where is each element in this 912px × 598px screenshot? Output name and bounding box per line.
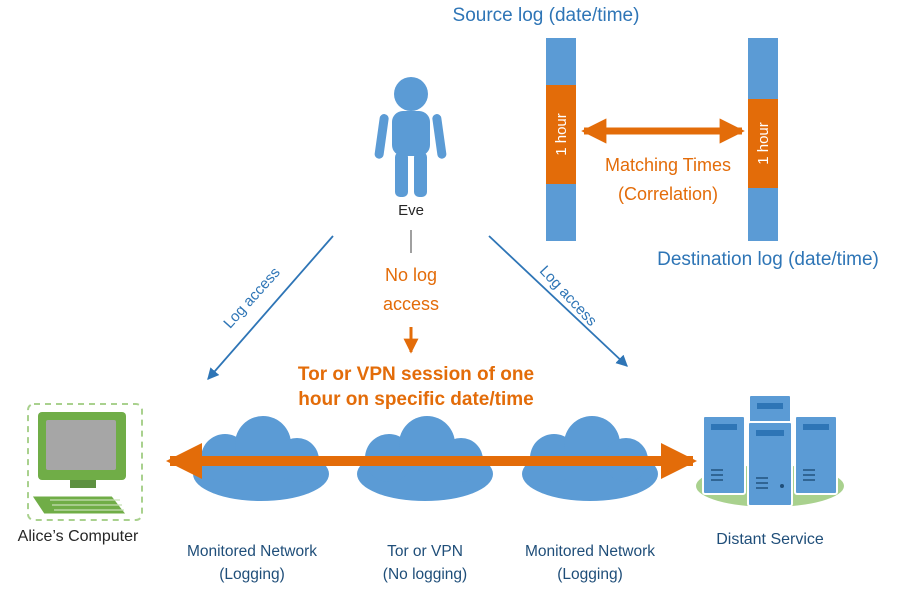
- tor-vpn-line2: (No logging): [382, 566, 468, 583]
- source-log-bar: 1 hour: [546, 38, 576, 241]
- person-icon: [374, 77, 447, 197]
- monitored-network-left-label: Monitored Network (Logging): [162, 540, 342, 586]
- no-log-access-label: No log access: [361, 261, 461, 319]
- monitored-network-right-line2: (Logging): [557, 566, 623, 583]
- matching-times-line1: Matching Times: [604, 155, 732, 175]
- destination-log-bar: 1 hour: [748, 38, 778, 241]
- server-stack-icon: [696, 394, 844, 507]
- tor-vpn-label: Tor or VPN (No logging): [335, 540, 515, 586]
- session-note-line2: hour on specific date/time: [298, 389, 534, 410]
- monitored-network-left-line2: (Logging): [219, 566, 285, 583]
- distant-service-label: Distant Service: [716, 531, 824, 548]
- computer-icon: [27, 403, 143, 521]
- monitored-network-right-line1: Monitored Network: [524, 543, 656, 560]
- one-hour-segment-source: 1 hour: [546, 85, 576, 184]
- one-hour-segment-destination: 1 hour: [748, 99, 778, 188]
- matching-times-line2: (Correlation): [617, 184, 719, 204]
- no-log-access-line2: access: [382, 294, 440, 314]
- log-access-arrow-left: [207, 235, 334, 380]
- dashed-selection-border: [27, 403, 143, 521]
- source-log-label: Source log (date/time): [452, 5, 640, 26]
- destination-log-label: Destination log (date/time): [657, 249, 879, 270]
- session-note-line1: Tor or VPN session of one: [297, 364, 535, 385]
- matching-times-label: Matching Times (Correlation): [584, 151, 752, 209]
- monitored-network-left-line1: Monitored Network: [186, 543, 318, 560]
- log-access-arrow-right: [488, 235, 628, 367]
- eve-label: Eve: [398, 202, 424, 219]
- monitored-network-right-label: Monitored Network (Logging): [500, 540, 680, 586]
- one-hour-label-destination: 1 hour: [754, 122, 772, 165]
- alice-computer-label: Alice’s Computer: [17, 528, 139, 545]
- tor-vpn-line1: Tor or VPN: [387, 543, 463, 560]
- one-hour-label-source: 1 hour: [552, 113, 570, 156]
- session-note: Tor or VPN session of one hour on specif…: [266, 362, 566, 412]
- no-log-access-line1: No log: [384, 265, 438, 285]
